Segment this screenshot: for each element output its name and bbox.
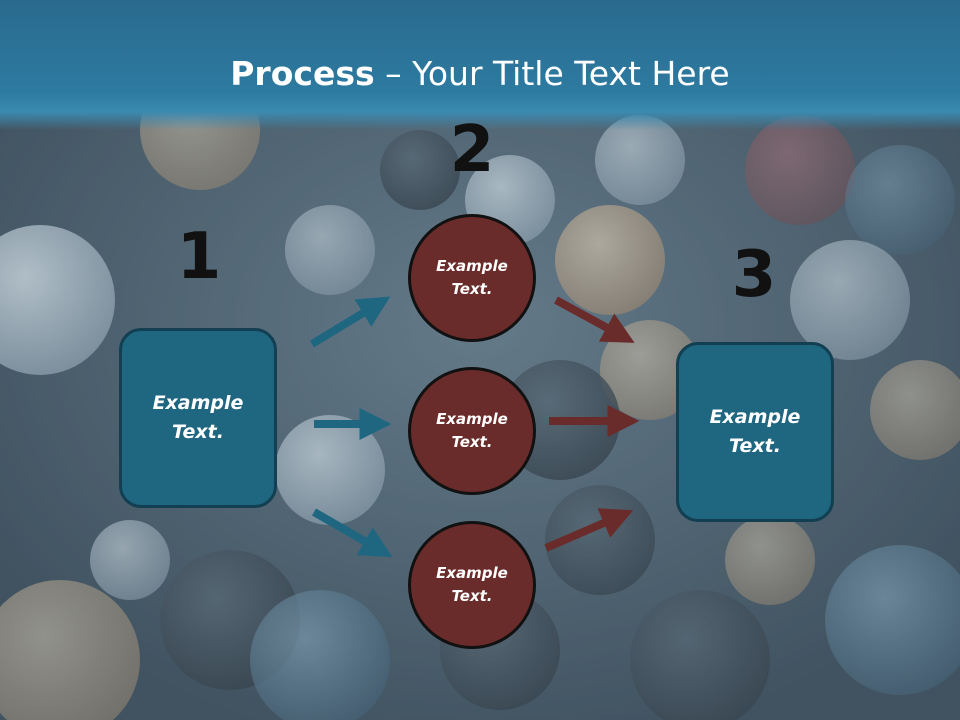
- title-bold: Process: [230, 54, 375, 93]
- process-circle-bottom-label: Example Text.: [436, 564, 508, 605]
- process-box-right: Example Text.: [676, 342, 834, 522]
- title-rest: – Your Title Text Here: [374, 54, 730, 93]
- process-box-left-label: Example Text.: [152, 392, 244, 443]
- title-bar: [0, 0, 960, 130]
- arrow-left-to-bottom: [312, 508, 393, 558]
- arrow-top-to-right: [554, 296, 635, 343]
- step-number-3: 3: [731, 238, 777, 312]
- process-circle-top-label: Example Text.: [436, 257, 508, 298]
- step-number-1: 1: [176, 220, 222, 294]
- process-box-left: Example Text.: [119, 328, 277, 508]
- process-circle-middle: Example Text.: [408, 367, 536, 495]
- slide-title: Process – Your Title Text Here: [0, 52, 960, 96]
- arrow-left-to-top: [309, 296, 391, 348]
- arrow-bottom-to-right: [544, 508, 634, 552]
- process-circle-top: Example Text.: [408, 214, 536, 342]
- process-circle-bottom: Example Text.: [408, 521, 536, 649]
- process-circle-middle-label: Example Text.: [436, 410, 508, 451]
- process-box-right-label: Example Text.: [709, 406, 801, 457]
- step-number-2: 2: [449, 113, 495, 187]
